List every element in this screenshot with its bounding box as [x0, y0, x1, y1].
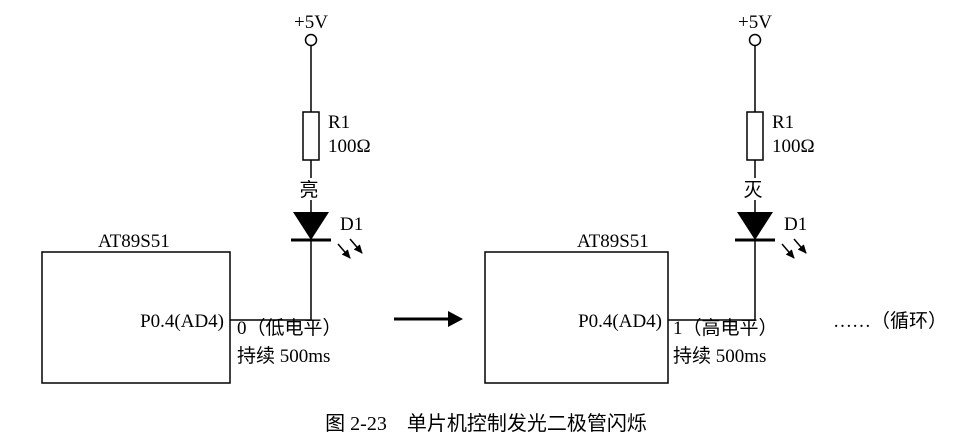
led-triangle-icon [737, 212, 773, 240]
resistor-body [746, 111, 764, 161]
led-state-label: 灭 [743, 180, 762, 201]
resistor-value: 100Ω [772, 136, 815, 157]
vcc-label: +5V [294, 12, 328, 33]
led-name: D1 [340, 214, 363, 235]
chip-name: AT89S51 [577, 231, 649, 252]
chip-name: AT89S51 [98, 231, 170, 252]
resistor-body [302, 111, 320, 161]
mcu-box [484, 251, 669, 384]
level-label: 1（高电平） [673, 317, 778, 339]
led-emission-arrow-icon [793, 238, 807, 254]
loop-label: ……（循环） [833, 310, 947, 332]
transition-arrow-head [448, 311, 463, 327]
power-terminal-icon [748, 33, 762, 47]
led-state-label-bg [298, 178, 320, 200]
led-emission-arrow-icon [337, 243, 351, 259]
right-circuit: +5V R1 100Ω 灭 D1 AT89S51 P0.4(AD4) 1（高电平… [484, 12, 815, 384]
left-circuit: +5V R1 100Ω 亮 D1 AT89S51 P0.4(AD4) 0（低电平… [41, 12, 371, 384]
led-triangle-icon [293, 212, 329, 240]
led-emission-arrow-icon [781, 243, 795, 259]
duration-label: 持续 500ms [673, 345, 766, 367]
level-label: 0（低电平） [237, 317, 342, 339]
vcc-label: +5V [738, 12, 772, 33]
pin-label: P0.4(AD4) [578, 311, 662, 332]
duration-label: 持续 500ms [237, 345, 330, 367]
resistor-name: R1 [772, 112, 794, 133]
figure-caption: 图 2-23 单片机控制发光二极管闪烁 [325, 412, 647, 435]
led-state-label: 亮 [299, 179, 318, 201]
led-state-label-bg [742, 178, 764, 200]
resistor-name: R1 [328, 112, 350, 133]
transition-arrow-icon [394, 311, 463, 327]
mcu-box [41, 251, 231, 384]
resistor-value: 100Ω [328, 136, 371, 157]
pin-label: P0.4(AD4) [140, 311, 224, 332]
led-name: D1 [784, 214, 807, 235]
led-emission-arrow-icon [349, 238, 363, 254]
power-terminal-icon [304, 33, 318, 47]
